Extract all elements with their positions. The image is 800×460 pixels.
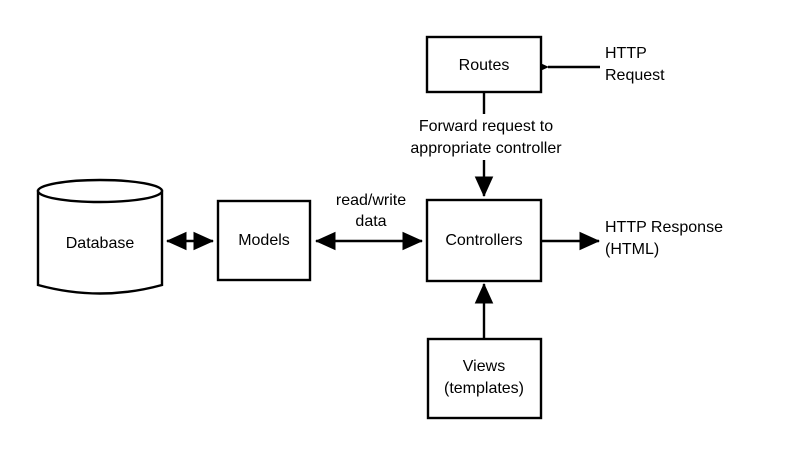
http-response-line2: (HTML): [605, 241, 659, 258]
controllers-box-shape: [425, 198, 543, 283]
routes-label: Routes: [459, 57, 510, 74]
database-label: Database: [66, 235, 135, 252]
label-read-write-data: read/write data: [336, 192, 406, 230]
read-write-line2: data: [355, 213, 386, 230]
http-response-line1: HTTP Response: [605, 219, 723, 236]
views-label-line1: Views: [463, 358, 505, 375]
http-request-line2: Request: [605, 67, 665, 84]
node-models[interactable]: Models: [216, 199, 312, 282]
routes-box-shape: [425, 35, 543, 94]
label-http-response: HTTP Response (HTML): [605, 219, 723, 258]
node-routes[interactable]: Routes: [425, 35, 543, 94]
database-cylinder-top: [36, 178, 164, 204]
models-label: Models: [238, 232, 290, 249]
label-forward-request: Forward request to appropriate controlle…: [390, 114, 582, 160]
views-label-line2: (templates): [444, 380, 524, 397]
forward-request-line2: appropriate controller: [410, 140, 562, 157]
node-views[interactable]: Views (templates): [426, 337, 543, 420]
models-box-shape: [216, 199, 312, 282]
controllers-label: Controllers: [445, 232, 522, 249]
label-http-request: HTTP Request: [605, 45, 665, 84]
http-request-line1: HTTP: [605, 45, 647, 62]
forward-request-label-backdrop: [390, 114, 582, 160]
read-write-line1: read/write: [336, 192, 406, 209]
node-controllers[interactable]: Controllers: [425, 198, 543, 283]
database-cylinder-body: [36, 189, 164, 295]
views-box-shape: [426, 337, 543, 420]
forward-request-line1: Forward request to: [419, 118, 553, 135]
node-database[interactable]: Database: [36, 178, 164, 295]
